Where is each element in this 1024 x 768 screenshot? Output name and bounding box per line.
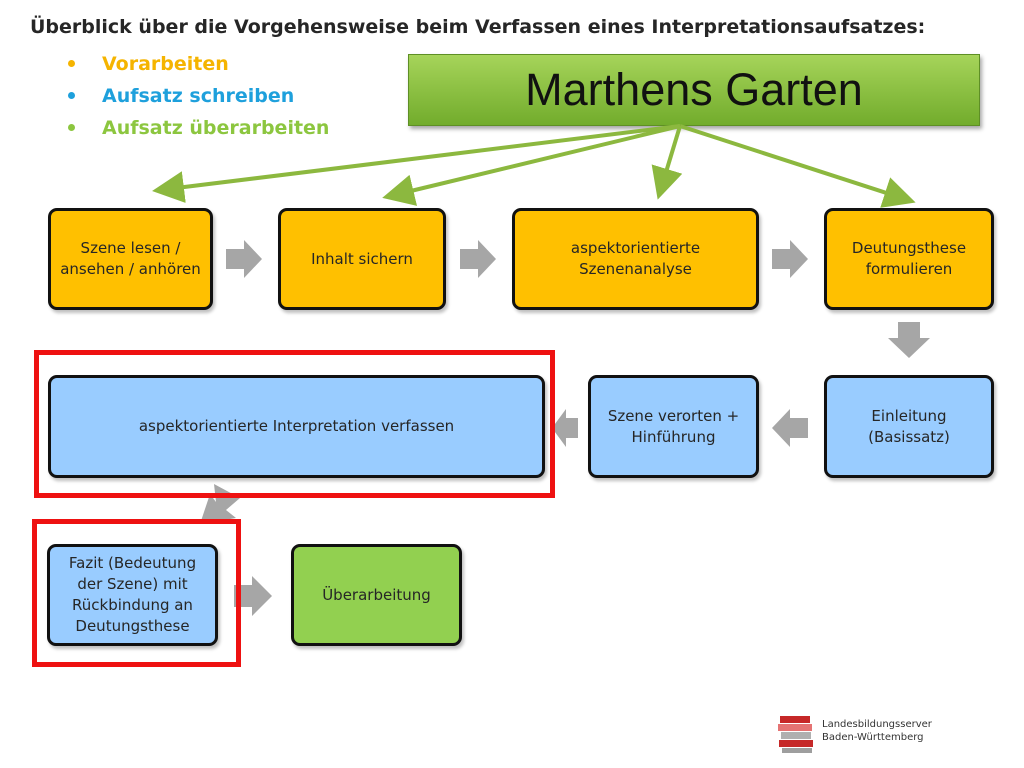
green-arrow-to-s2 bbox=[382, 124, 681, 206]
page-title: Überblick über die Vorgehensweise beim V… bbox=[30, 16, 926, 38]
gray-arrow-right bbox=[772, 240, 808, 278]
legend-label: Aufsatz überarbeiten bbox=[102, 117, 330, 139]
step-szene-verorten: Szene verorten + Hinführung bbox=[588, 375, 759, 478]
legend-item-aufsatz-ueberarbeiten: Aufsatz überarbeiten bbox=[68, 114, 329, 146]
step-label: aspektorientierte Interpretation verfass… bbox=[138, 417, 455, 435]
step-szene-lesen: Szene lesen / ansehen / anhören bbox=[48, 208, 213, 310]
step-label: aspektorientierte Szenenanalyse bbox=[570, 239, 701, 278]
step-ueberarbeitung: Überarbeitung bbox=[291, 544, 462, 646]
legend-label: Vorarbeiten bbox=[102, 53, 229, 75]
step-interpretation-verfassen: aspektorientierte Interpretation verfass… bbox=[48, 375, 545, 478]
green-arrow-to-s1 bbox=[152, 124, 681, 203]
legend-item-aufsatz-schreiben: Aufsatz schreiben bbox=[68, 82, 329, 114]
step-fazit: Fazit (Bedeutung der Szene) mit Rückbind… bbox=[47, 544, 218, 646]
step-label: Überarbeitung bbox=[322, 585, 431, 604]
gray-arrow-down bbox=[888, 322, 930, 358]
step-label: Einleitung (Basissatz) bbox=[868, 406, 950, 446]
highlight-frame-fazit bbox=[32, 519, 241, 667]
gray-arrow-right bbox=[234, 576, 272, 616]
legend-label: Aufsatz schreiben bbox=[102, 85, 295, 107]
gray-arrow-left bbox=[772, 409, 808, 447]
step-label: Deutungsthese formulieren bbox=[851, 239, 967, 278]
gray-arrow-left bbox=[552, 409, 578, 447]
step-label: Szene verorten + Hinführung bbox=[607, 406, 740, 446]
step-szenenanalyse: aspektorientierte Szenenanalyse bbox=[512, 208, 759, 310]
step-label: Fazit (Bedeutung der Szene) mit Rückbind… bbox=[68, 554, 197, 635]
phase-legend: Vorarbeiten Aufsatz schreiben Aufsatz üb… bbox=[68, 50, 329, 146]
step-label: Inhalt sichern bbox=[311, 249, 413, 268]
gray-arrow-right bbox=[226, 240, 262, 278]
step-deutungsthese: Deutungsthese formulieren bbox=[824, 208, 994, 310]
logo: Landesbildungsserver Baden-Württemberg bbox=[776, 712, 976, 756]
legend-item-vorarbeiten: Vorarbeiten bbox=[68, 50, 329, 82]
bullet-icon bbox=[68, 92, 75, 99]
step-inhalt-sichern: Inhalt sichern bbox=[278, 208, 446, 310]
step-label: Szene lesen / ansehen / anhören bbox=[60, 239, 201, 278]
bullet-icon bbox=[68, 60, 75, 67]
step-einleitung: Einleitung (Basissatz) bbox=[824, 375, 994, 478]
gray-arrow-right bbox=[460, 240, 496, 278]
highlight-frame-interpretation bbox=[34, 350, 555, 498]
topic-banner: Marthens Garten bbox=[408, 54, 980, 126]
logo-text: Landesbildungsserver Baden-Württemberg bbox=[822, 719, 932, 743]
green-arrow-to-s3 bbox=[651, 125, 683, 200]
bullet-icon bbox=[68, 124, 75, 131]
book-stack-icon bbox=[778, 716, 813, 753]
banner-title: Marthens Garten bbox=[525, 64, 863, 115]
green-arrow-to-s4 bbox=[679, 124, 916, 208]
